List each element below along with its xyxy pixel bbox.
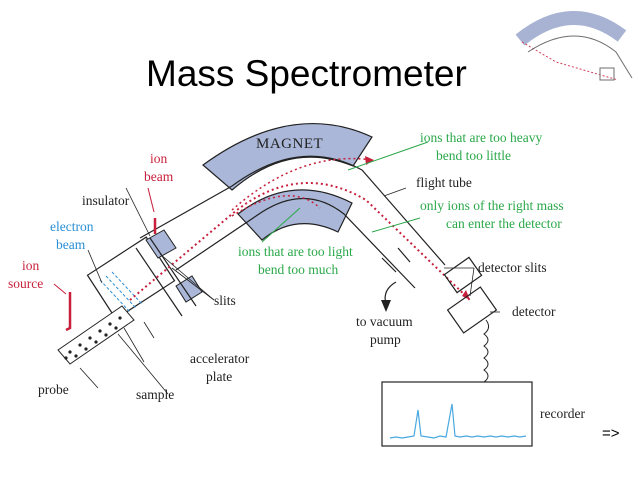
heavy-ions-label-1: ions that are too heavy <box>420 130 542 145</box>
magnet-upper-pole <box>202 122 373 191</box>
recorder-panel <box>381 381 533 447</box>
green-leaders <box>261 141 429 243</box>
vacuum-port <box>381 247 411 273</box>
red-leaders <box>53 187 155 295</box>
thumbnail-diagram <box>515 10 633 81</box>
light-ions-label-2: bend too much <box>258 262 338 277</box>
ion-beam-label-2: beam <box>144 169 174 184</box>
accelerator-plate-label-1: accelerator <box>190 351 250 366</box>
slits-label: slits <box>214 293 236 308</box>
next-slide-link[interactable]: => <box>602 425 620 442</box>
ion-source-label-1: ion <box>22 258 40 273</box>
light-ions-label-1: ions that are too light <box>238 244 353 259</box>
callout-leaders <box>79 187 500 395</box>
probe <box>57 305 135 365</box>
sample-label: sample <box>136 387 174 402</box>
right-mass-label-2: can enter the detector <box>446 216 562 231</box>
magnet-label: MAGNET <box>256 136 323 152</box>
flight-tube-inner <box>175 197 416 289</box>
electron-beam-label-2: beam <box>56 237 86 252</box>
right-mass-label-1: only ions of the right mass <box>420 198 564 213</box>
ion-source-label-2: source <box>8 276 43 291</box>
heavy-ions-label-2: bend too little <box>436 148 511 163</box>
recorder-label: recorder <box>540 406 585 421</box>
probe-label: probe <box>38 382 69 397</box>
flight-tube-label: flight tube <box>416 175 472 190</box>
vacuum-pump-label-2: pump <box>370 332 401 347</box>
ion-source-frame <box>65 292 72 332</box>
electron-beam-lines <box>99 271 143 313</box>
ion-beam-label-1: ion <box>150 151 168 166</box>
ion-source-housing <box>86 229 203 320</box>
detector-assembly <box>443 256 498 383</box>
insulator-label: insulator <box>82 193 130 208</box>
detector-label: detector <box>512 304 556 319</box>
flight-tube-outer <box>139 155 446 266</box>
pump-arrow <box>381 281 397 312</box>
electron-beam-label-1: electron <box>50 219 94 234</box>
accelerator-plate-label-2: plate <box>206 369 232 384</box>
vacuum-pump-label-1: to vacuum <box>356 314 413 329</box>
detector-slits-label: detector slits <box>478 260 547 275</box>
slide-title: Mass Spectrometer <box>146 53 467 94</box>
